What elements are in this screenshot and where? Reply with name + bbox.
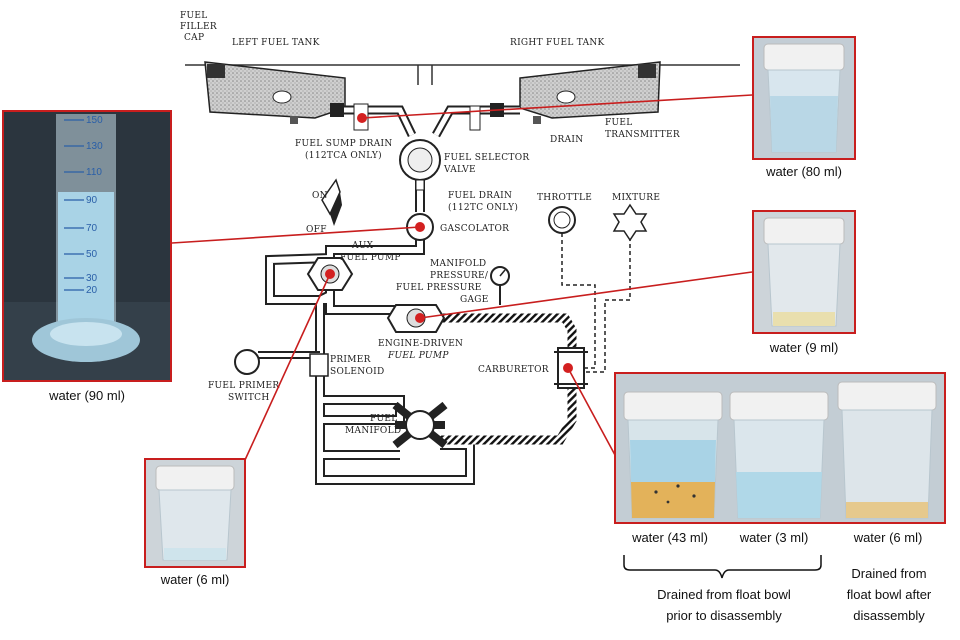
note-after-line-3: disassembly (853, 608, 925, 623)
label-engine-pump-2: FUEL PUMP (387, 351, 449, 361)
label-fuel-selector-1: FUEL SELECTOR (444, 153, 529, 163)
label-fuel-sump-drain-2: (112TCA ONLY) (305, 150, 382, 161)
label-fuel-filler-cap-1: FUEL (180, 11, 208, 21)
label-fuel-transmitter-1: FUEL (605, 118, 633, 128)
label-fuel-selector-2: VALVE (443, 165, 476, 175)
label-gage-2: PRESSURE/ (430, 271, 489, 281)
note-after-line-2: float bowl after (846, 587, 932, 602)
label-primer-solenoid-1: PRIMER (330, 355, 371, 365)
left-fuel-tank (204, 61, 346, 124)
label-fuel-drain-2: (112TC ONLY) (448, 202, 518, 213)
cyl-tick-20: 20 (86, 285, 98, 296)
label-engine-pump-1: ENGINE-DRIVEN (378, 339, 463, 349)
caption-cylinder: water (90 ml) (49, 388, 125, 403)
photo-sample-aux-pump (752, 210, 856, 334)
fuel-manifold-body (405, 410, 435, 440)
label-left-fuel-tank: LEFT FUEL TANK (232, 38, 320, 48)
cyl-tick-50: 50 (86, 249, 98, 260)
cyl-tick-130: 130 (86, 141, 103, 152)
float-bowl-container-1 (623, 391, 723, 519)
caption-float-bowl-2: water (3 ml) (739, 530, 809, 545)
note-prior-disassembly: Drained from float bowl prior to disasse… (626, 584, 822, 626)
float-bowl-container-3 (837, 381, 937, 519)
caption-top-right: water (80 ml) (766, 164, 842, 179)
label-throttle: THROTTLE (537, 193, 592, 203)
label-right-fuel-tank: RIGHT FUEL TANK (510, 38, 605, 48)
label-primer-switch-2: SWITCH (228, 393, 270, 403)
label-fuel-sump-drain-1: FUEL SUMP DRAIN (295, 139, 393, 149)
label-gage-4: GAGE (460, 295, 489, 305)
brace (623, 555, 822, 579)
cyl-tick-90: 90 (86, 195, 98, 206)
control-linkages (561, 233, 631, 373)
mixture-control (612, 203, 648, 242)
cyl-tick-70: 70 (86, 223, 98, 234)
label-fuel-manifold-1: FUEL (370, 414, 398, 424)
label-carburetor: CARBURETOR (478, 365, 549, 375)
label-aux-fuel-pump-2: FUEL PUMP (340, 253, 401, 263)
fuel-primer-switch (234, 349, 260, 375)
diagram-labels: FUEL FILLER CAP LEFT FUEL TANK RIGHT FUE… (180, 11, 680, 436)
label-off: OFF (306, 225, 327, 235)
label-fuel-filler-cap-2: FILLER (180, 22, 217, 32)
float-bowl-container-2 (729, 391, 829, 519)
label-gage-3: FUEL PRESSURE (396, 283, 482, 293)
marker-aux-fuel-pump (325, 269, 335, 279)
label-fuel-filler-cap-3: CAP (184, 33, 204, 43)
sump-drains (330, 103, 504, 131)
label-primer-switch-1: FUEL PRIMER (208, 381, 280, 391)
note-after-line-1: Drained from (851, 566, 927, 581)
label-primer-solenoid-2: SOLENOID (330, 367, 385, 377)
aux-pump-switch (321, 178, 342, 226)
label-mixture: MIXTURE (612, 193, 660, 203)
hatched-fuel-line (440, 313, 577, 445)
caption-float-bowl-1: water (43 ml) (632, 530, 708, 545)
note-after-disassembly: Drained from float bowl after disassembl… (830, 563, 948, 626)
cyl-tick-150: 150 (86, 115, 103, 126)
caption-bottom-left: water (6 ml) (160, 572, 230, 587)
marker-sump-drain (357, 113, 367, 123)
caption-float-bowl-3: water (6 ml) (853, 530, 923, 545)
photo-sample-bottom-left (144, 458, 246, 568)
marker-engine-pump (415, 313, 425, 323)
label-gage-1: MANIFOLD (430, 259, 486, 269)
cyl-tick-30: 30 (86, 273, 98, 284)
photo-float-bowl-samples (614, 372, 946, 524)
throttle-control (548, 206, 576, 234)
cyl-tick-110: 110 (86, 167, 102, 178)
label-on: ON (312, 191, 328, 201)
marker-gascolator (415, 222, 425, 232)
label-drain: DRAIN (550, 135, 583, 145)
note-prior-line-1: Drained from float bowl (657, 587, 791, 602)
photo-graduated-cylinder: 150 130 110 90 70 50 30 20 (2, 110, 172, 382)
label-fuel-transmitter-2: TRANSMITTER (605, 130, 680, 140)
label-fuel-manifold-2: MANIFOLD (345, 426, 401, 436)
marker-carburetor (563, 363, 573, 373)
pressure-gage (490, 266, 510, 305)
note-prior-line-2: prior to disassembly (666, 608, 782, 623)
caption-aux-pump: water (9 ml) (769, 340, 839, 355)
right-fuel-tank (519, 61, 661, 124)
label-fuel-drain-1: FUEL DRAIN (448, 191, 512, 201)
fuel-selector-valve (399, 139, 441, 191)
callout-lines (171, 94, 753, 461)
label-gascolator: GASCOLATOR (440, 224, 509, 234)
photo-sample-top-right (752, 36, 856, 160)
sample-markers (325, 113, 573, 373)
primer-solenoid (309, 353, 329, 377)
label-aux-fuel-pump-1: AUX (351, 241, 374, 251)
